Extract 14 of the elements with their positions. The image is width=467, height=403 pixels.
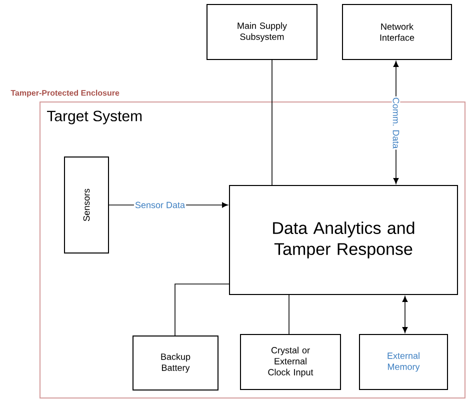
memory-box: External Memory: [359, 334, 448, 390]
sensor-box: Sensors: [64, 156, 109, 254]
connector: [174, 284, 230, 336]
battery-box: Backup Battery: [132, 336, 218, 390]
connector: [402, 296, 408, 333]
connector: [288, 294, 290, 334]
system-title: Target System: [47, 110, 142, 124]
interface-box: Network Interface: [342, 4, 452, 60]
processing-box: Data Analytics and Tamper Response: [229, 185, 458, 295]
edge-label: Sensor Data: [134, 200, 186, 210]
enclosure-heading: Tamper-Protected Enclosure: [10, 90, 120, 98]
subsystem-box: Main Supply Subsystem: [206, 4, 318, 60]
clock-input-box: Crystal or External Clock Input: [240, 334, 341, 390]
edge-label: Comm. Data: [392, 96, 400, 150]
